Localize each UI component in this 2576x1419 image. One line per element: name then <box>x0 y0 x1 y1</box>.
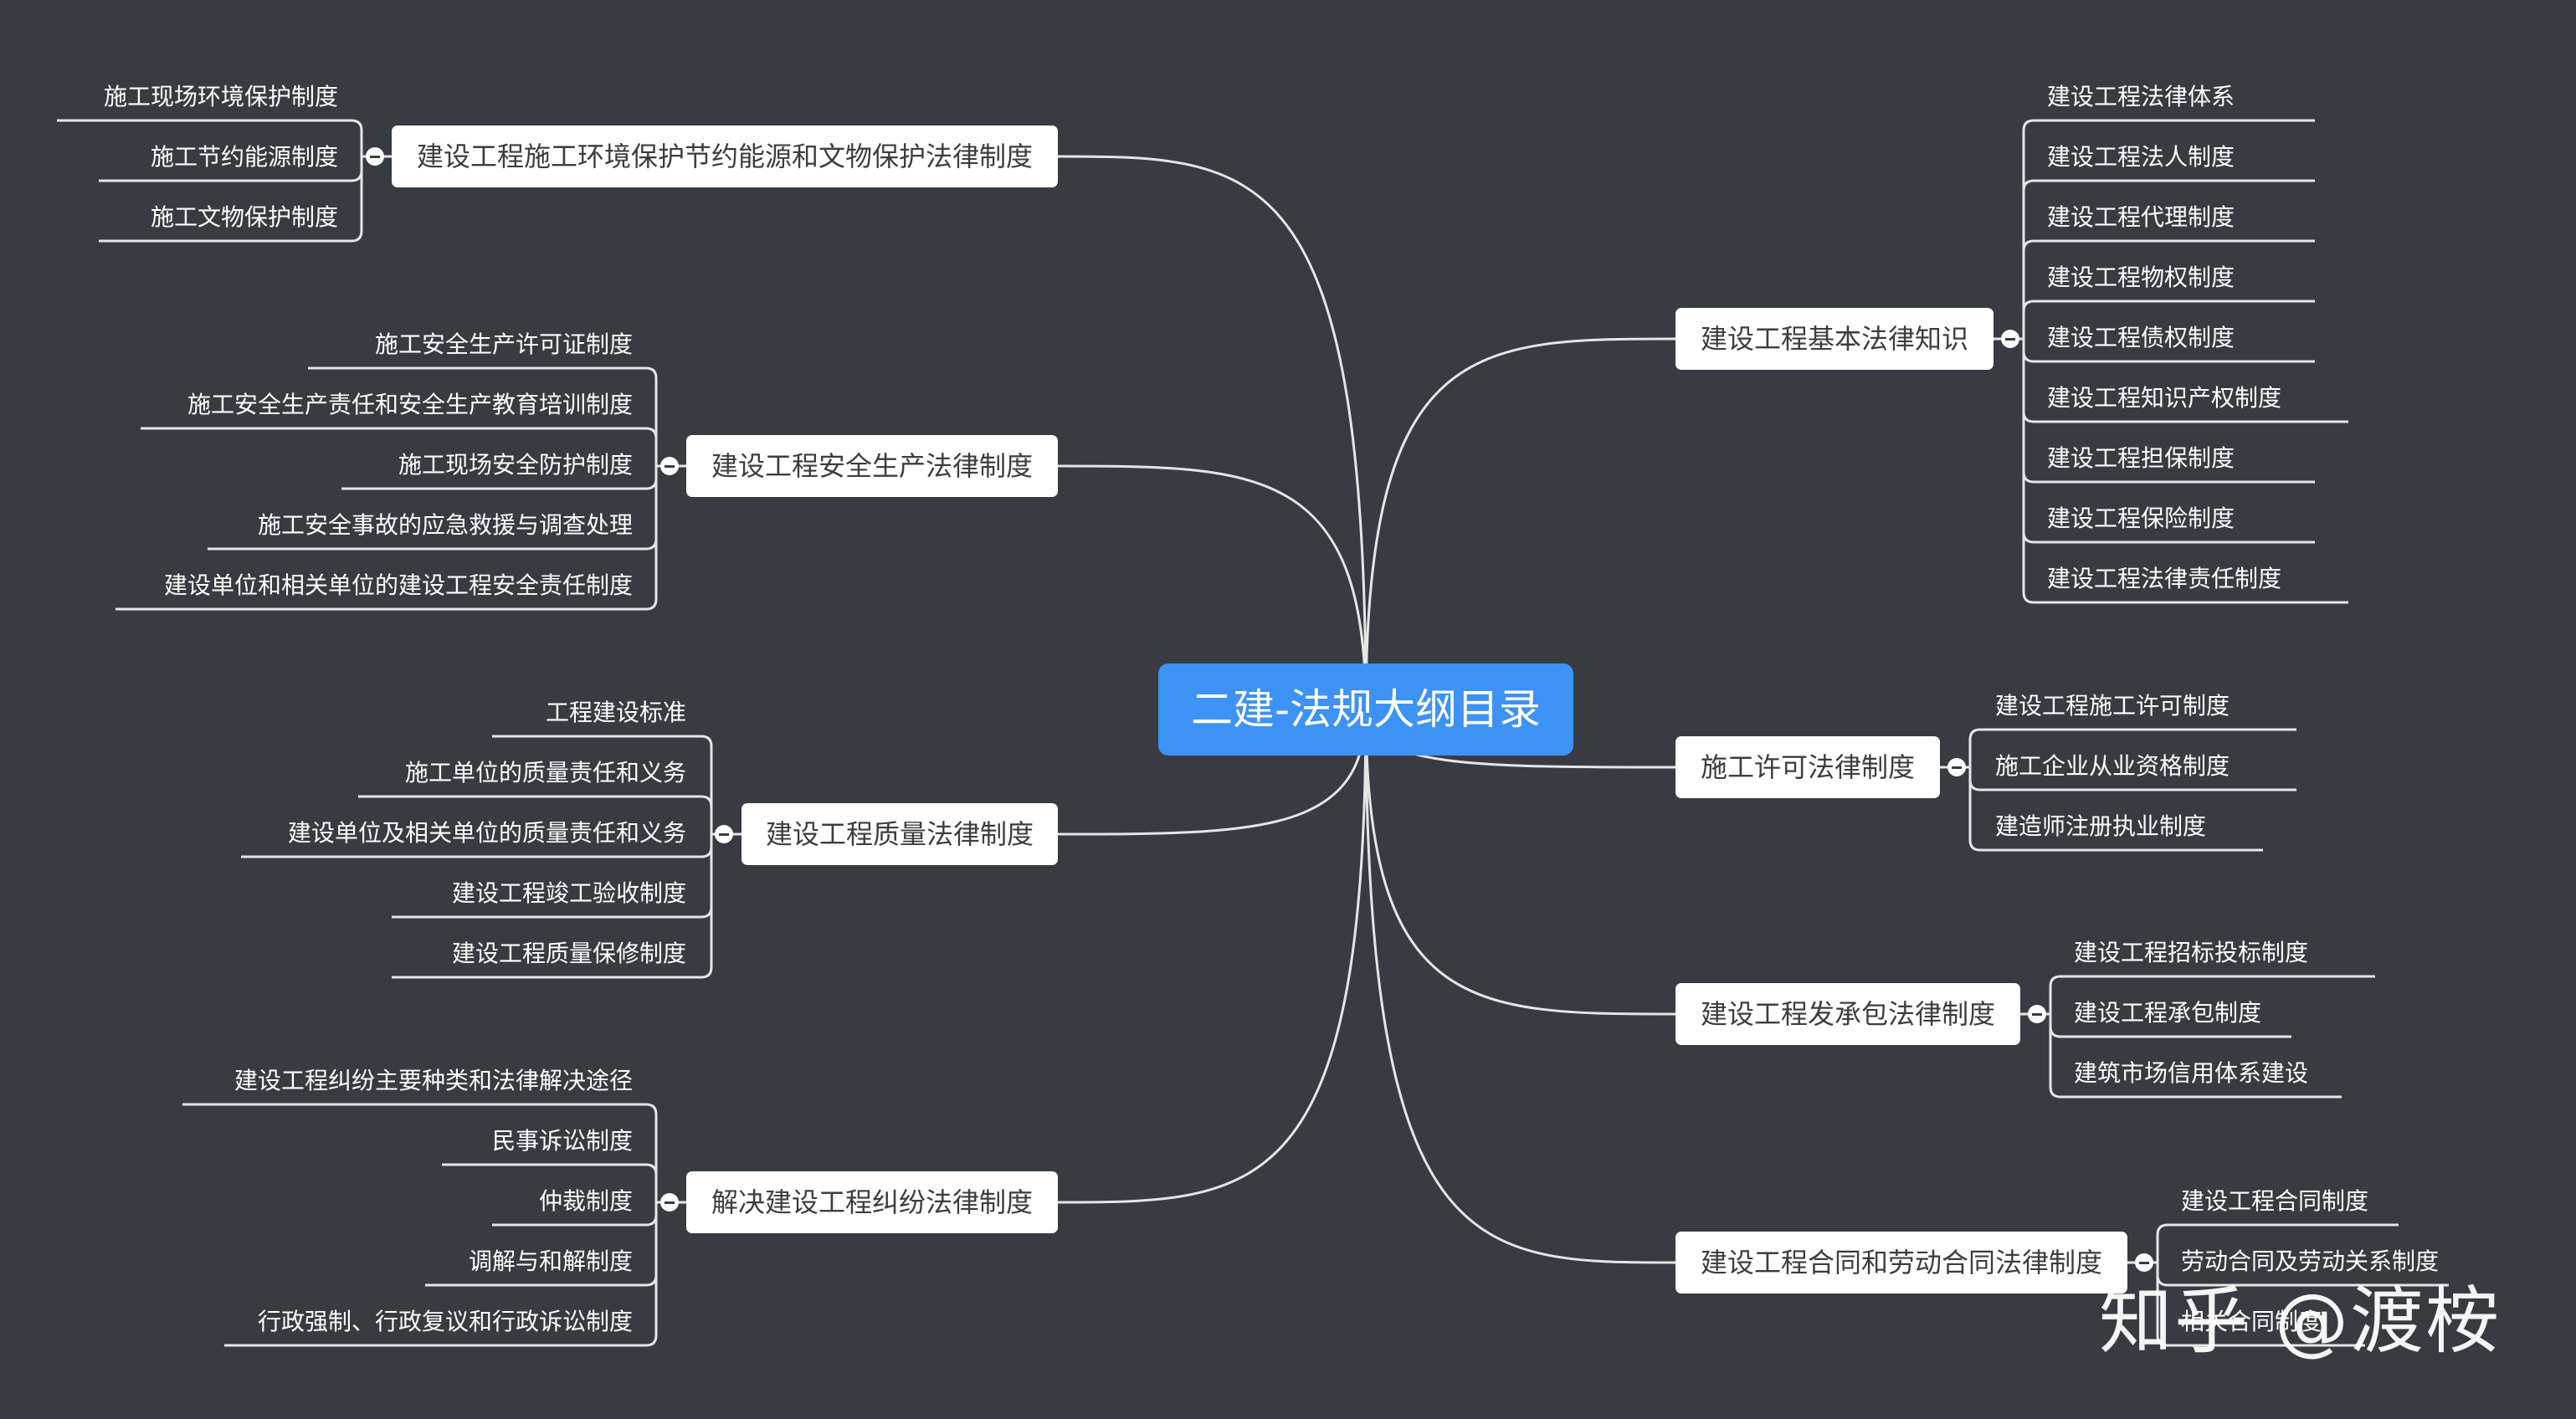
leaf-topic[interactable]: 建设工程竣工验收制度 <box>451 879 686 907</box>
leaf-topic[interactable]: 劳动合同及劳动关系制度 <box>2181 1247 2440 1275</box>
leaf-connector <box>2022 119 2315 339</box>
branch-construction-permit[interactable]: 施工许可法律制度 <box>1675 736 1940 798</box>
leaf-topic[interactable]: 建设单位和相关单位的建设工程安全责任制度 <box>163 571 633 599</box>
leaf-topic[interactable]: 建设单位及相关单位的质量责任和义务 <box>287 819 686 847</box>
leaf-topic[interactable]: 建设工程合同制度 <box>2181 1187 2369 1215</box>
leaf-connector <box>2049 975 2375 1014</box>
collapse-icon[interactable] <box>715 825 733 843</box>
leaf-connector <box>442 1163 658 1202</box>
leaf-connector <box>2156 1263 2365 1347</box>
leaf-topic[interactable]: 建设工程法律责任制度 <box>2047 565 2282 592</box>
leaf-topic[interactable]: 施工现场环境保护制度 <box>103 83 338 110</box>
leaf-topic[interactable]: 施工安全生产许可证制度 <box>374 330 633 358</box>
leaf-topic[interactable]: 建造师注册执业制度 <box>1995 812 2207 840</box>
collapse-icon[interactable] <box>1947 758 1966 776</box>
leaf-topic[interactable]: 相关合同制度 <box>2181 1308 2322 1335</box>
leaf-connector <box>1968 728 2296 767</box>
root-connector <box>1364 709 1676 1264</box>
leaf-connector <box>308 366 658 466</box>
leaf-connector <box>1968 767 2263 852</box>
leaf-topic[interactable]: 仲裁制度 <box>538 1187 633 1215</box>
leaf-connector <box>492 735 713 834</box>
collapse-icon[interactable] <box>2001 330 2019 348</box>
collapse-icon[interactable] <box>366 147 384 166</box>
branch-contract-labor[interactable]: 建设工程合同和劳动合同法律制度 <box>1675 1232 2127 1293</box>
leaf-topic[interactable]: 调解与和解制度 <box>468 1247 633 1275</box>
leaf-topic[interactable]: 建设工程法律体系 <box>2047 83 2235 110</box>
leaf-connector <box>115 466 658 611</box>
leaf-connector <box>392 834 713 979</box>
leaf-topic[interactable]: 建设工程法人制度 <box>2047 143 2235 171</box>
leaf-topic[interactable]: 建设工程物权制度 <box>2047 264 2235 291</box>
root-topic[interactable]: 二建-法规大纲目录 <box>1158 663 1573 756</box>
leaf-topic[interactable]: 建筑市场信用体系建设 <box>2074 1059 2309 1087</box>
branch-dispute-resolution[interactable]: 解决建设工程纠纷法律制度 <box>686 1171 1058 1233</box>
branch-environment-energy-heritage[interactable]: 建设工程施工环境保护节约能源和文物保护法律制度 <box>392 126 1058 187</box>
leaf-connector <box>182 1103 658 1202</box>
leaf-connector <box>2022 300 2315 339</box>
collapse-icon[interactable] <box>2135 1253 2153 1272</box>
watermark: 知乎 @渡桉 <box>2099 1278 2501 1364</box>
root-connector <box>1057 709 1368 1204</box>
leaf-topic[interactable]: 建设工程担保制度 <box>2047 444 2235 472</box>
leaf-topic[interactable]: 建设工程招标投标制度 <box>2074 939 2309 966</box>
branch-quality[interactable]: 建设工程质量法律制度 <box>741 803 1058 865</box>
leaf-connector <box>141 427 658 466</box>
leaf-topic[interactable]: 建设工程纠纷主要种类和法律解决途径 <box>233 1067 633 1094</box>
leaf-connector <box>99 156 363 243</box>
leaf-topic[interactable]: 施工单位的质量责任和义务 <box>404 759 686 786</box>
leaf-topic[interactable]: 施工文物保护制度 <box>150 203 338 231</box>
branch-basic-legal-knowledge[interactable]: 建设工程基本法律知识 <box>1675 308 1994 370</box>
leaf-connector <box>2022 239 2315 339</box>
branch-safety-production[interactable]: 建设工程安全生产法律制度 <box>686 435 1058 497</box>
leaf-topic[interactable]: 施工安全生产责任和安全生产教育培训制度 <box>187 391 633 418</box>
leaf-topic[interactable]: 建设工程保险制度 <box>2047 505 2235 532</box>
leaf-topic[interactable]: 建设工程施工许可制度 <box>1995 692 2230 720</box>
root-connector <box>1057 464 1368 710</box>
leaf-topic[interactable]: 施工现场安全防护制度 <box>398 451 633 479</box>
leaf-connector <box>358 795 713 834</box>
leaf-topic[interactable]: 建设工程债权制度 <box>2047 324 2235 351</box>
leaf-topic[interactable]: 施工企业从业资格制度 <box>1995 752 2230 780</box>
leaf-topic[interactable]: 工程建设标准 <box>545 699 686 726</box>
leaf-connector <box>2049 1014 2342 1099</box>
leaf-connector <box>224 1202 658 1347</box>
collapse-icon[interactable] <box>660 457 679 475</box>
leaf-topic[interactable]: 建设工程知识产权制度 <box>2047 384 2282 412</box>
branch-contracting[interactable]: 建设工程发承包法律制度 <box>1675 983 2020 1045</box>
leaf-topic[interactable]: 民事诉讼制度 <box>491 1127 633 1155</box>
leaf-topic[interactable]: 施工节约能源制度 <box>150 143 338 171</box>
collapse-icon[interactable] <box>660 1193 679 1212</box>
collapse-icon[interactable] <box>2028 1005 2046 1023</box>
root-connector <box>1057 155 1368 710</box>
leaf-connector <box>2156 1223 2399 1263</box>
leaf-connector <box>57 119 363 156</box>
leaf-connector <box>2022 339 2348 604</box>
leaf-topic[interactable]: 建设工程代理制度 <box>2047 203 2235 231</box>
leaf-topic[interactable]: 建设工程质量保修制度 <box>451 940 686 967</box>
leaf-topic[interactable]: 施工安全事故的应急救援与调查处理 <box>257 511 633 539</box>
leaf-topic[interactable]: 行政强制、行政复议和行政诉讼制度 <box>257 1308 633 1335</box>
root-connector <box>1364 337 1676 710</box>
leaf-topic[interactable]: 建设工程承包制度 <box>2074 999 2262 1027</box>
leaf-connector <box>2022 179 2315 339</box>
root-connector <box>1364 709 1676 1016</box>
